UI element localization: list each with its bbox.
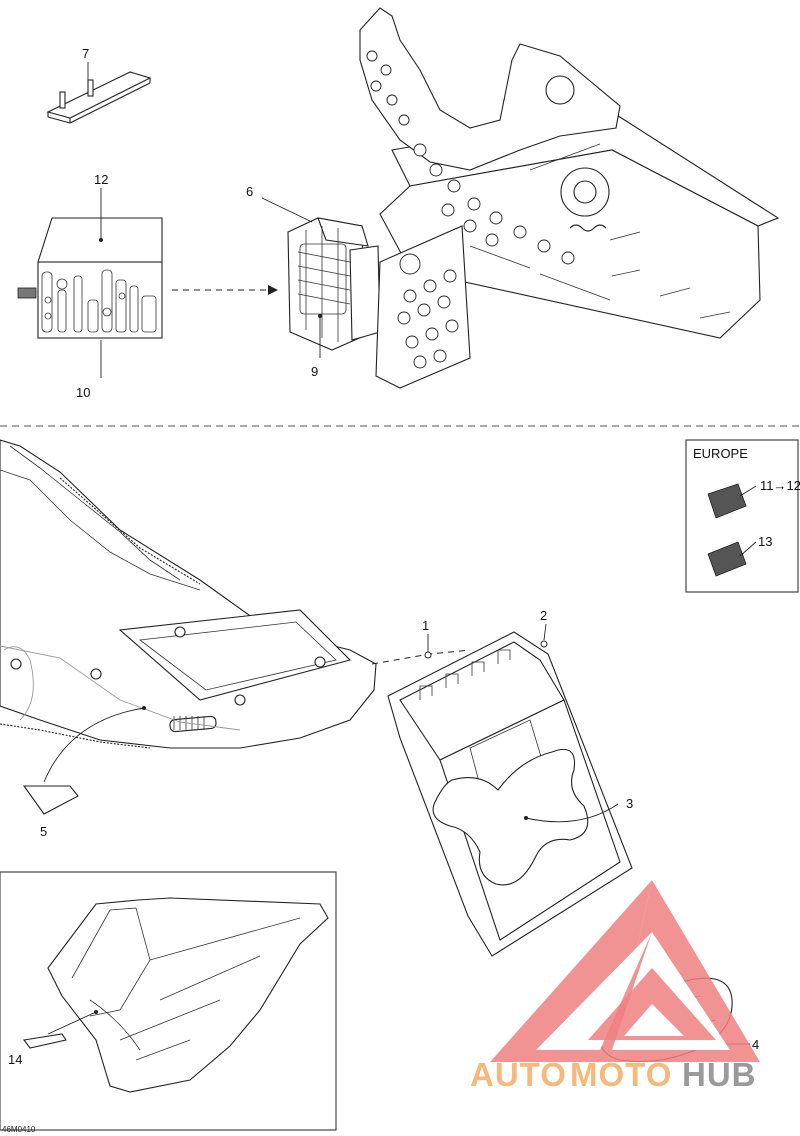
- callout-2: 2: [540, 608, 547, 623]
- watermark-auto: AUTO: [470, 1056, 567, 1093]
- automotohub-watermark: AUTO MOTO HUB: [470, 880, 760, 1093]
- figure-code: 46M0410: [2, 1125, 36, 1134]
- bottom-inset: [0, 871, 337, 1131]
- callout-4: 4: [752, 1037, 759, 1052]
- callout-12: 12: [94, 172, 108, 187]
- callout-6: 11→12: [760, 478, 800, 493]
- callout-14: 14: [8, 1052, 22, 1067]
- callout-7: 7: [82, 46, 89, 61]
- callout-3: 3: [626, 796, 633, 811]
- callout-10: 9: [311, 364, 318, 379]
- callout-13: 13: [758, 534, 772, 549]
- part-5-decal: [22, 706, 146, 815]
- watermark-moto: MOTO: [570, 1056, 672, 1093]
- europe-inset: [685, 439, 799, 593]
- europe-label: EUROPE: [693, 446, 748, 461]
- part-3-snow-flap: [387, 631, 633, 957]
- callout-9: 6: [246, 184, 253, 199]
- callout-1: 1: [422, 618, 429, 633]
- front-frame-bottom: [0, 439, 377, 749]
- part-7-bracket: [46, 62, 152, 124]
- chassis-frame-top: [359, 7, 780, 389]
- callout-5: 5: [40, 824, 47, 839]
- watermark-hub: HUB: [682, 1056, 757, 1093]
- part-9-10-module: [261, 197, 381, 358]
- part-12-tool-kit: [17, 188, 163, 378]
- callout-11-12: 10: [76, 385, 90, 400]
